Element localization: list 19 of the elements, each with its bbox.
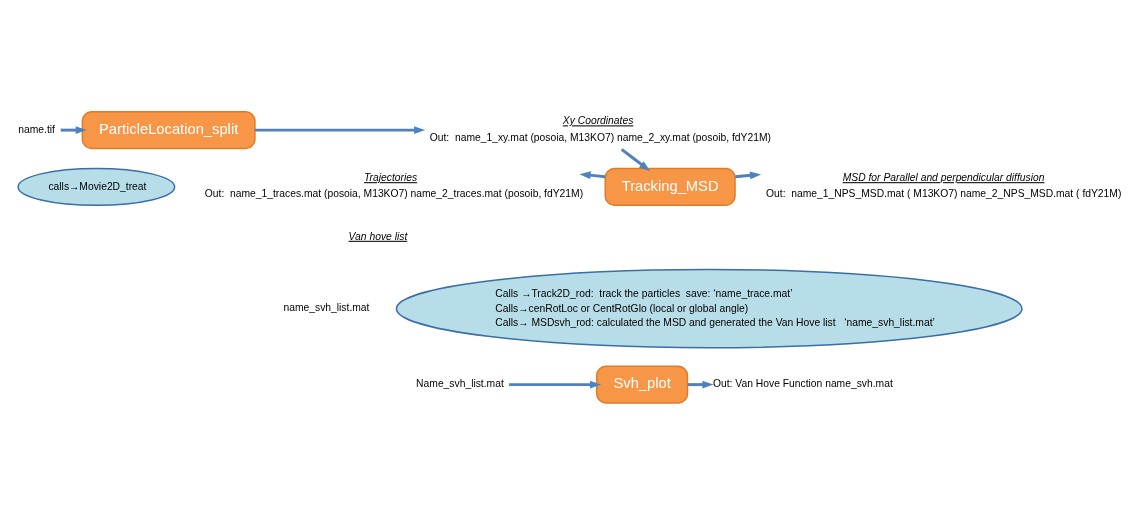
node-text: MSD for Parallel and perpendicular diffusion Out: name_1_NPS_MSD.mat ( M13KO7) name_2_NPS_MSD.mat ( fdY21M) xyxy=(766,171,1122,199)
arrow xyxy=(509,380,602,388)
node-text: Name_svh_list.mat xyxy=(416,377,504,389)
node-box: Tracking_MSD xyxy=(604,167,736,206)
arrow xyxy=(735,171,762,179)
label: Van hove list xyxy=(348,230,408,242)
node-text: name.tif xyxy=(18,123,55,135)
arrow xyxy=(255,125,426,134)
node-text: Out: Van Hove Function name_svh.mat xyxy=(712,377,893,389)
node-ellipse: Calls →Track2D_rod: track the particles save: ‘name_trace.mat’ Calls→cenRotLoc or CentRotGlo (local or global angle) Calls→ MSDsvh_rod: calculated the MSD and generated the Van Hove list ‘name_svh_list.mat’ xyxy=(395,268,1023,348)
label: name_svh_list.mat xyxy=(283,301,370,313)
node-text: Xy Coordinates Out: name_1_xy.mat (posoia, M13KO7) name_2_xy.mat (posoib, fdY21M) xyxy=(429,114,771,143)
node-ellipse: calls→Movie2D_treat xyxy=(17,167,176,206)
node-text: Trajectories Out: name_1_traces.mat (posoia, M13KO7) name_2_traces.mat (posoib, fdY21M) xyxy=(204,171,584,199)
node-box: Svh_plot xyxy=(596,364,689,404)
node-box: ParticleLocation_split xyxy=(81,110,256,149)
arrow xyxy=(620,147,651,171)
arrow xyxy=(60,125,87,134)
arrow xyxy=(579,170,606,179)
